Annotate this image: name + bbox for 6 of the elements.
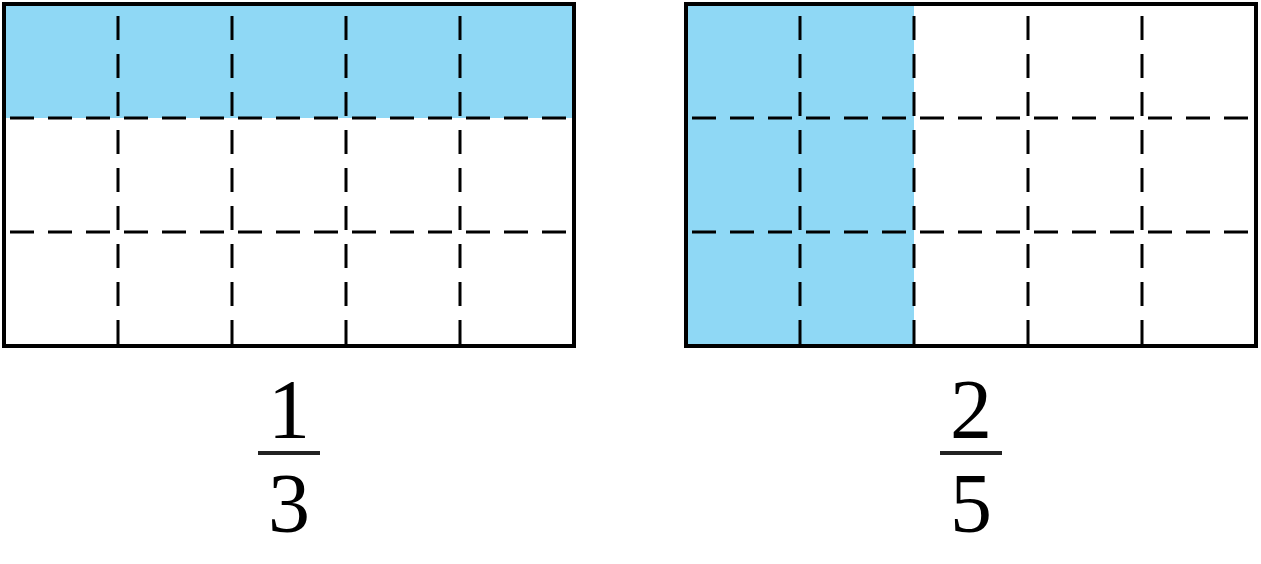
- grid-rectangle: [686, 4, 1256, 346]
- fraction-numerator: 1: [267, 368, 311, 452]
- fraction-numerator: 2: [949, 368, 993, 452]
- grid-rectangle: [4, 4, 574, 346]
- fraction-denominator: 3: [267, 462, 311, 546]
- fraction-denominator: 5: [949, 462, 993, 546]
